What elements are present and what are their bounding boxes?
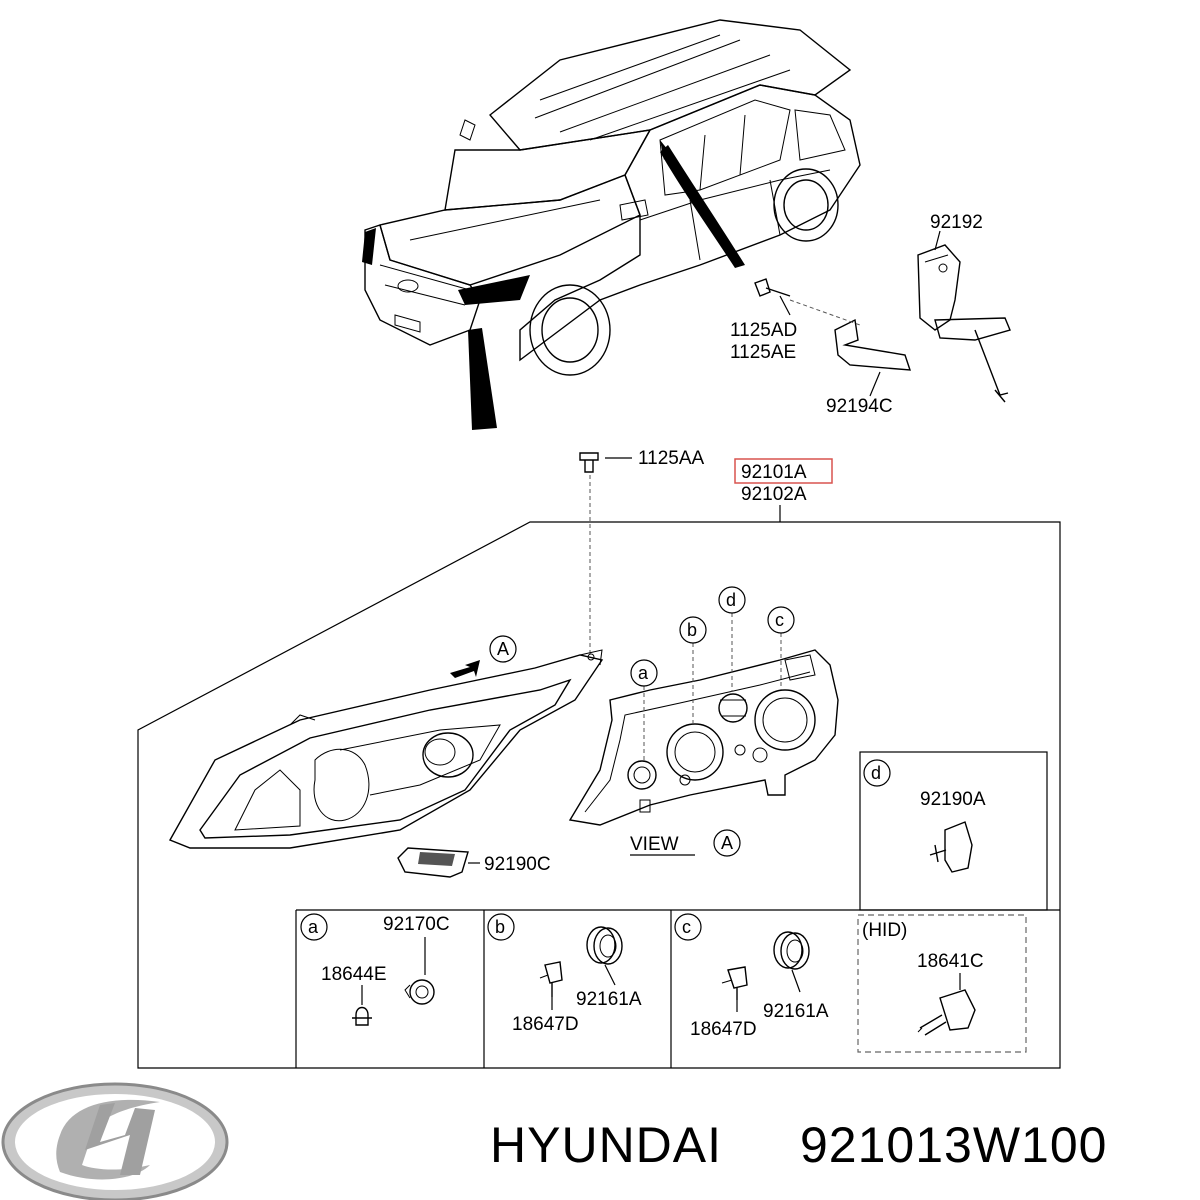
label-1125AE: 1125AE <box>730 342 796 363</box>
callout-circle-d <box>718 586 746 614</box>
bulb-92190A-icon <box>929 821 973 873</box>
headlamp-front <box>168 649 604 849</box>
cap-92161A-b-icon <box>586 926 623 965</box>
screw-1125AA <box>579 452 632 473</box>
label-92194C: 92194C <box>826 396 893 417</box>
callout-A-view: A <box>721 833 733 853</box>
label-92190C: 92190C <box>484 854 551 875</box>
hyundai-logo <box>1 1082 229 1200</box>
footer-part-number: 921013W100 <box>800 1117 1107 1173</box>
bulb-18647D-c-icon <box>721 966 748 1000</box>
leveling-sensor-assembly <box>754 230 1011 403</box>
callout-d-box: d <box>871 763 881 783</box>
highlight-box <box>734 458 833 484</box>
footer-brand: HYUNDAI <box>490 1117 722 1173</box>
bulb-18641C-icon <box>917 989 976 1036</box>
label-1125AA: 1125AA <box>638 448 705 469</box>
callout-circle-A-view <box>713 829 741 857</box>
callout-d-main: d <box>726 590 736 610</box>
callout-circle-a <box>630 659 658 687</box>
callout-b-main: b <box>687 620 697 640</box>
headlamp-rear-view <box>568 649 839 826</box>
label-92192: 92192 <box>930 212 983 233</box>
view-label: VIEW <box>630 834 679 855</box>
callout-c-box: c <box>682 917 691 937</box>
main-frame <box>137 521 1061 1069</box>
label-92190A: 92190A <box>920 789 986 810</box>
bulb-18644E-icon <box>352 1006 372 1026</box>
view-arrow-icon <box>450 660 480 678</box>
label-1125AD: 1125AD <box>730 320 797 341</box>
label-92101A: 92101A <box>741 462 807 483</box>
socket-92170C-icon <box>404 979 435 1005</box>
callout-a-box: a <box>308 917 319 937</box>
cap-92161A-c-icon <box>773 931 810 970</box>
label-92170C: 92170C <box>383 914 450 935</box>
label-92102A: 92102A <box>741 484 807 505</box>
label-92161A-b: 92161A <box>576 989 642 1010</box>
callout-c-main: c <box>775 610 784 630</box>
vehicle-illustration <box>362 19 861 430</box>
callout-A-top: A <box>497 639 509 659</box>
detail-box-d <box>859 751 1048 911</box>
callout-circle-c <box>767 606 795 634</box>
bulb-18647D-b-icon <box>539 961 563 997</box>
callout-circle-b <box>679 616 707 644</box>
label-18641C: 18641C <box>917 951 984 972</box>
ballast-92190C <box>397 847 480 878</box>
callout-circle-A-top <box>489 635 517 663</box>
label-18647D-c: 18647D <box>690 1019 757 1040</box>
callout-a-main: a <box>638 663 649 683</box>
label-92161A-c: 92161A <box>763 1001 829 1022</box>
label-18647D-b: 18647D <box>512 1014 579 1035</box>
hid-box <box>857 914 1027 1053</box>
label-18644E: 18644E <box>321 964 387 985</box>
label-hid: (HID) <box>862 920 907 941</box>
callout-b-box: b <box>495 917 505 937</box>
